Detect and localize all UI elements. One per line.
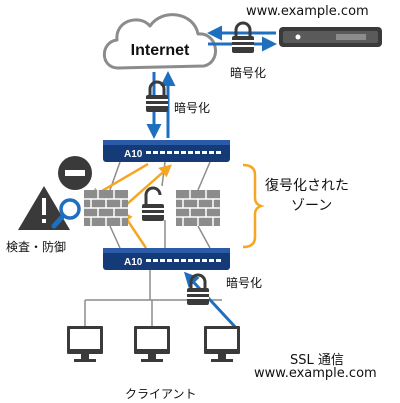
ssl-label: SSL 通信	[290, 353, 344, 368]
server-url-label: www.example.com	[246, 4, 369, 19]
decrypted-zone-bracket	[242, 163, 265, 249]
block-icon	[58, 156, 92, 190]
device-brand-label: A10	[124, 257, 143, 268]
unlocked-lock-icon	[142, 186, 164, 221]
encryption-label-bottom: 暗号化	[226, 276, 263, 290]
encryption-label-top: 暗号化	[230, 66, 267, 80]
server-icon	[279, 27, 382, 47]
magnifier-icon	[51, 198, 81, 229]
lock-icon	[144, 80, 170, 114]
device-brand-label: A10	[124, 149, 143, 160]
firewall-icon	[83, 189, 129, 227]
a10-device-top: A10	[103, 140, 230, 162]
client-monitor-icon	[134, 326, 170, 362]
lock-icon	[185, 273, 211, 307]
inspection-label: 検査・防御	[6, 240, 67, 254]
client-monitor-icon	[67, 326, 103, 362]
a10-device-bottom: A10	[103, 248, 230, 270]
firewall-icon	[175, 189, 221, 227]
encryption-label-middle: 暗号化	[174, 101, 211, 115]
clients-label: クライアント	[125, 387, 197, 401]
decrypted-zone-label-line1: 復号化された	[265, 178, 349, 194]
decrypted-zone-label-line2: ゾーン	[291, 198, 333, 214]
lock-icon	[230, 21, 256, 55]
internet-label: Internet	[131, 42, 190, 59]
client-url-label: www.example.com	[254, 366, 377, 381]
client-monitor-icon	[204, 326, 240, 362]
